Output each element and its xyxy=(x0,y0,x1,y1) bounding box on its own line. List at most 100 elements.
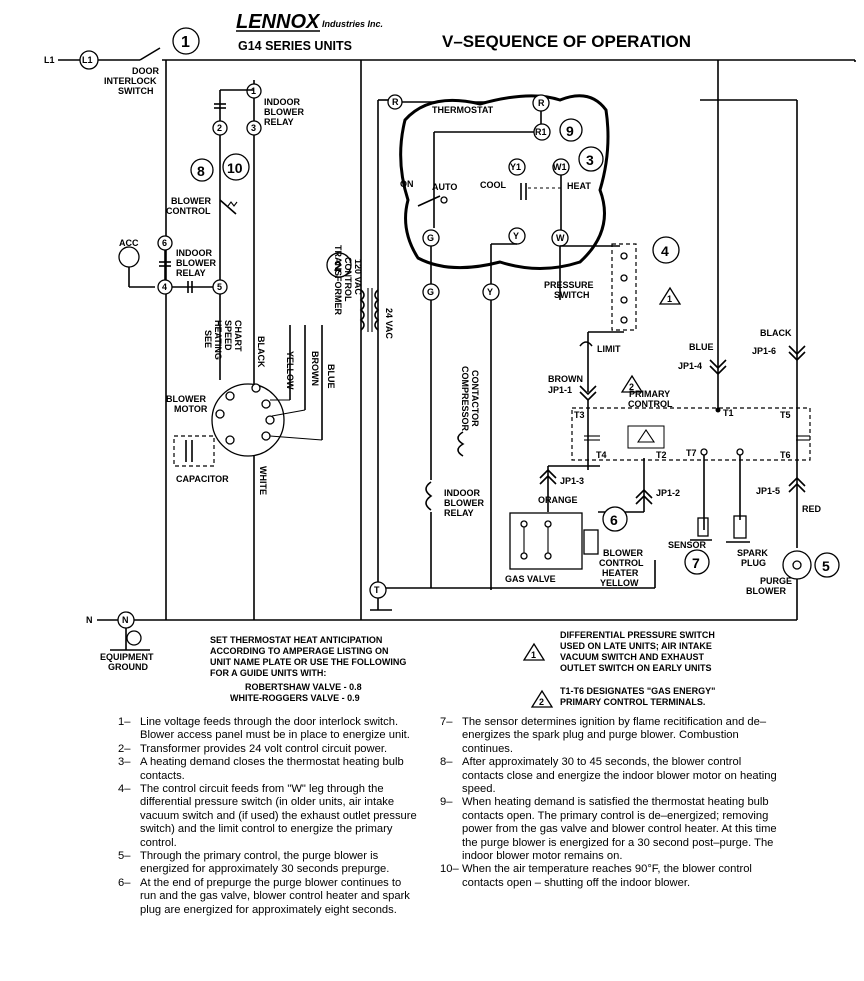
svg-text:6: 6 xyxy=(162,238,167,248)
blower-control-heater xyxy=(583,529,599,555)
svg-text:ACCORDING TO AMPERAGE LISTING: ACCORDING TO AMPERAGE LISTING ON xyxy=(210,646,389,656)
svg-text:TRANSFORMER: TRANSFORMER xyxy=(333,245,343,315)
limit-label: LIMIT xyxy=(597,344,621,354)
svg-text:ACC: ACC xyxy=(119,238,139,248)
svg-text:2: 2 xyxy=(334,258,342,274)
sequence-step: 1–Line voltage feeds through the door in… xyxy=(118,716,418,743)
svg-text:RED: RED xyxy=(802,504,822,514)
svg-text:ON: ON xyxy=(400,179,414,189)
svg-text:10: 10 xyxy=(227,160,243,176)
svg-text:2: 2 xyxy=(217,123,222,133)
svg-text:BLOWER: BLOWER xyxy=(444,498,484,508)
svg-text:4: 4 xyxy=(162,282,167,292)
svg-text:BROWN: BROWN xyxy=(548,374,583,384)
callout-5 xyxy=(814,552,840,578)
white-wire-label: WHITE xyxy=(258,466,268,495)
callout-2 xyxy=(326,252,352,278)
step-number: 3– xyxy=(118,756,131,769)
series-label: G14 SERIES UNITS xyxy=(238,39,352,53)
svg-text:CONTACTOR: CONTACTOR xyxy=(470,370,480,427)
svg-text:T: T xyxy=(374,585,380,595)
see-heating-speed-chart-label: SEE HEATING SPEED CHART xyxy=(203,320,243,360)
compressor-contactor-label: COMPRESSOR CONTACTOR xyxy=(460,366,480,432)
svg-text:1: 1 xyxy=(531,650,536,660)
svg-text:BLOWER: BLOWER xyxy=(171,196,211,206)
svg-text:DOOR: DOOR xyxy=(132,66,160,76)
svg-text:JP1-4: JP1-4 xyxy=(678,361,702,371)
step-text: After approximately 30 to 45 seconds, th… xyxy=(462,756,777,796)
sequence-step: 6– At the end of prepurge the purge blowe… xyxy=(118,877,418,917)
svg-text:INDOOR: INDOOR xyxy=(264,97,301,107)
svg-text:RELAY: RELAY xyxy=(264,117,294,127)
callout-3 xyxy=(578,146,604,172)
brand-suffix: Industries Inc. xyxy=(322,19,383,29)
svg-text:INDOOR: INDOOR xyxy=(176,248,213,258)
svg-text:3: 3 xyxy=(251,123,256,133)
svg-text:CONTROL: CONTROL xyxy=(628,399,673,409)
svg-text:G: G xyxy=(427,233,434,243)
svg-text:T1: T1 xyxy=(723,408,734,418)
svg-text:CONTROL: CONTROL xyxy=(599,558,644,568)
svg-text:3: 3 xyxy=(586,152,594,168)
svg-text:ORANGE: ORANGE xyxy=(538,495,578,505)
step-text: When the air temperature reaches 90°F, t… xyxy=(462,863,752,889)
svg-text:BLOWER: BLOWER xyxy=(176,258,216,268)
sequence-steps-right: 7–The sensor determines ignition by flam… xyxy=(440,716,778,890)
svg-text:JP1-2: JP1-2 xyxy=(656,488,680,498)
svg-text:120 VAC: 120 VAC xyxy=(353,259,363,295)
note-2: T1-T6 DESIGNATES "GAS ENERGY" PRIMARY CO… xyxy=(560,686,715,707)
sensor-label: SENSOR xyxy=(668,540,707,550)
primary-control-label: PRIMARY CONTROL xyxy=(628,389,673,409)
svg-text:COOL: COOL xyxy=(480,180,507,190)
purge-blower-label: PURGE BLOWER xyxy=(746,576,792,596)
terminal-1 xyxy=(246,83,262,99)
svg-text:DIFFERENTIAL PRESSURE SWITCH: DIFFERENTIAL PRESSURE SWITCH xyxy=(560,630,715,640)
l1-label: L1 xyxy=(44,55,55,65)
svg-text:WHITE-ROGGERS VALVE - 0.9: WHITE-ROGGERS VALVE - 0.9 xyxy=(230,693,360,703)
n-label: N xyxy=(86,615,93,625)
transformer-label: TRANSFORMER CONTROL 120 VAC xyxy=(333,245,363,315)
svg-text:BROWN: BROWN xyxy=(310,351,320,386)
svg-text:BLACK: BLACK xyxy=(760,328,792,338)
page-title: V–SEQUENCE OF OPERATION xyxy=(442,32,691,51)
callout-9 xyxy=(559,118,583,142)
callout-1 xyxy=(172,27,200,55)
svg-text:BLOWER: BLOWER xyxy=(264,107,304,117)
svg-text:T1-T6 DESIGNATES "GAS ENERGY": T1-T6 DESIGNATES "GAS ENERGY" xyxy=(560,686,715,696)
sequence-step: 10–When the air temperature reaches 90°F… xyxy=(440,863,778,890)
svg-text:CONTROL: CONTROL xyxy=(343,257,353,302)
sequence-step: 8–After approximately 30 to 45 seconds, … xyxy=(440,756,778,796)
anticipation-note: SET THERMOSTAT HEAT ANTICIPATION ACCORDI… xyxy=(210,635,406,703)
svg-text:5: 5 xyxy=(217,282,222,292)
svg-text:Y: Y xyxy=(513,231,519,241)
indoor-blower-relay-bottom-label: INDOOR BLOWER RELAY xyxy=(444,488,484,518)
svg-text:CHART: CHART xyxy=(233,320,243,352)
svg-text:UNIT NAME PLATE OR USE THE FOL: UNIT NAME PLATE OR USE THE FOLLOWING xyxy=(210,657,406,667)
svg-text:SPEED: SPEED xyxy=(223,320,233,351)
svg-text:T6: T6 xyxy=(780,450,791,460)
step-number: 2– xyxy=(118,742,131,755)
blower-control-label: BLOWER CONTROL xyxy=(166,196,211,216)
step-text: At the end of prepurge the purge blower … xyxy=(140,876,410,916)
svg-text:T2: T2 xyxy=(656,450,667,460)
svg-text:GROUND: GROUND xyxy=(108,662,148,672)
step-number: 4– xyxy=(118,783,131,796)
vac24-label: 24 VAC xyxy=(384,308,394,339)
svg-text:HEAT: HEAT xyxy=(567,181,591,191)
svg-text:9: 9 xyxy=(566,123,574,139)
indoor-blower-relay-coil xyxy=(425,481,433,511)
sequence-step: 9–When heating demand is satisfied the t… xyxy=(440,796,778,863)
transformer-primary xyxy=(359,289,365,331)
svg-text:6: 6 xyxy=(610,512,618,528)
svg-text:PURGE: PURGE xyxy=(760,576,792,586)
step-number: 10– xyxy=(440,863,459,876)
step-number: 5– xyxy=(118,850,131,863)
svg-text:ROBERTSHAW VALVE - 0.8: ROBERTSHAW VALVE - 0.8 xyxy=(245,682,362,692)
svg-text:SWITCH: SWITCH xyxy=(554,290,590,300)
step-text: When heating demand is satisfied the the… xyxy=(462,796,777,863)
step-number: 6– xyxy=(118,876,131,889)
svg-text:AUTO: AUTO xyxy=(432,182,457,192)
svg-text:T5: T5 xyxy=(780,410,791,420)
svg-text:T3: T3 xyxy=(574,410,585,420)
svg-text:JP1-6: JP1-6 xyxy=(752,346,776,356)
